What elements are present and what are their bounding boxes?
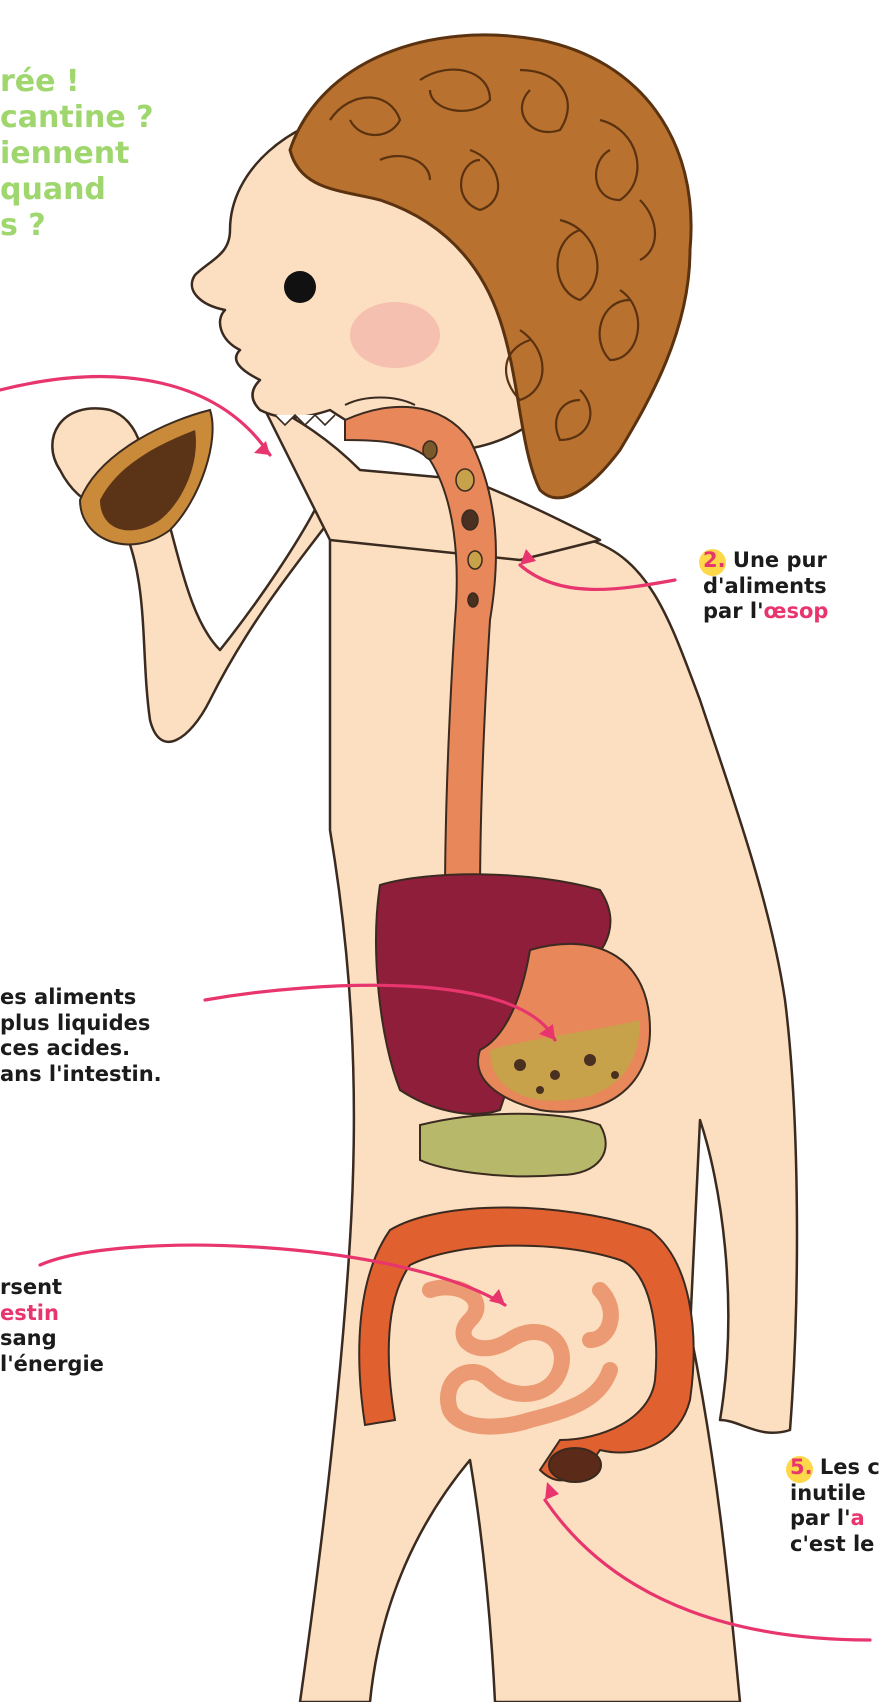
caption-line: l'énergie <box>0 1352 104 1378</box>
organ-name: estin <box>0 1301 104 1327</box>
caption-line: c'est le <box>790 1532 880 1558</box>
title-line: quand <box>0 172 154 208</box>
caption-line: es aliments <box>0 985 162 1011</box>
caption-line: par l' <box>790 1506 851 1530</box>
caption-line: ans l'intestin. <box>0 1062 162 1088</box>
title-line: rée ! <box>0 64 154 100</box>
step-number: 5. <box>790 1455 813 1479</box>
caption-line: inutile <box>790 1481 880 1507</box>
caption-line: rsent <box>0 1275 104 1301</box>
rectum <box>549 1448 601 1482</box>
title-line: iennent <box>0 136 154 172</box>
caption-line: sang <box>0 1326 104 1352</box>
title-line: cantine ? <box>0 100 154 136</box>
title: rée ! cantine ? iennent quand s ? <box>0 64 154 244</box>
organ-name: œsop <box>764 599 829 623</box>
caption-step-2: 2. Une pur d'aliments par l'œsop <box>703 548 828 625</box>
caption-step-4: rsent estin sang l'énergie <box>0 1275 104 1377</box>
caption-line: Les c <box>820 1455 880 1479</box>
caption-step-5: 5. Les c inutile par l'a c'est le <box>790 1455 880 1557</box>
pancreas <box>420 1114 606 1177</box>
caption-line: ces acides. <box>0 1036 162 1062</box>
caption-line: Une pur <box>733 548 827 572</box>
caption-line: plus liquides <box>0 1011 162 1037</box>
title-line: s ? <box>0 208 154 244</box>
organ-name: a <box>851 1506 865 1530</box>
caption-step-3: es aliments plus liquides ces acides. an… <box>0 985 162 1087</box>
step-number: 2. <box>703 548 726 572</box>
caption-line: d'aliments <box>703 574 828 600</box>
caption-line: par l' <box>703 599 764 623</box>
